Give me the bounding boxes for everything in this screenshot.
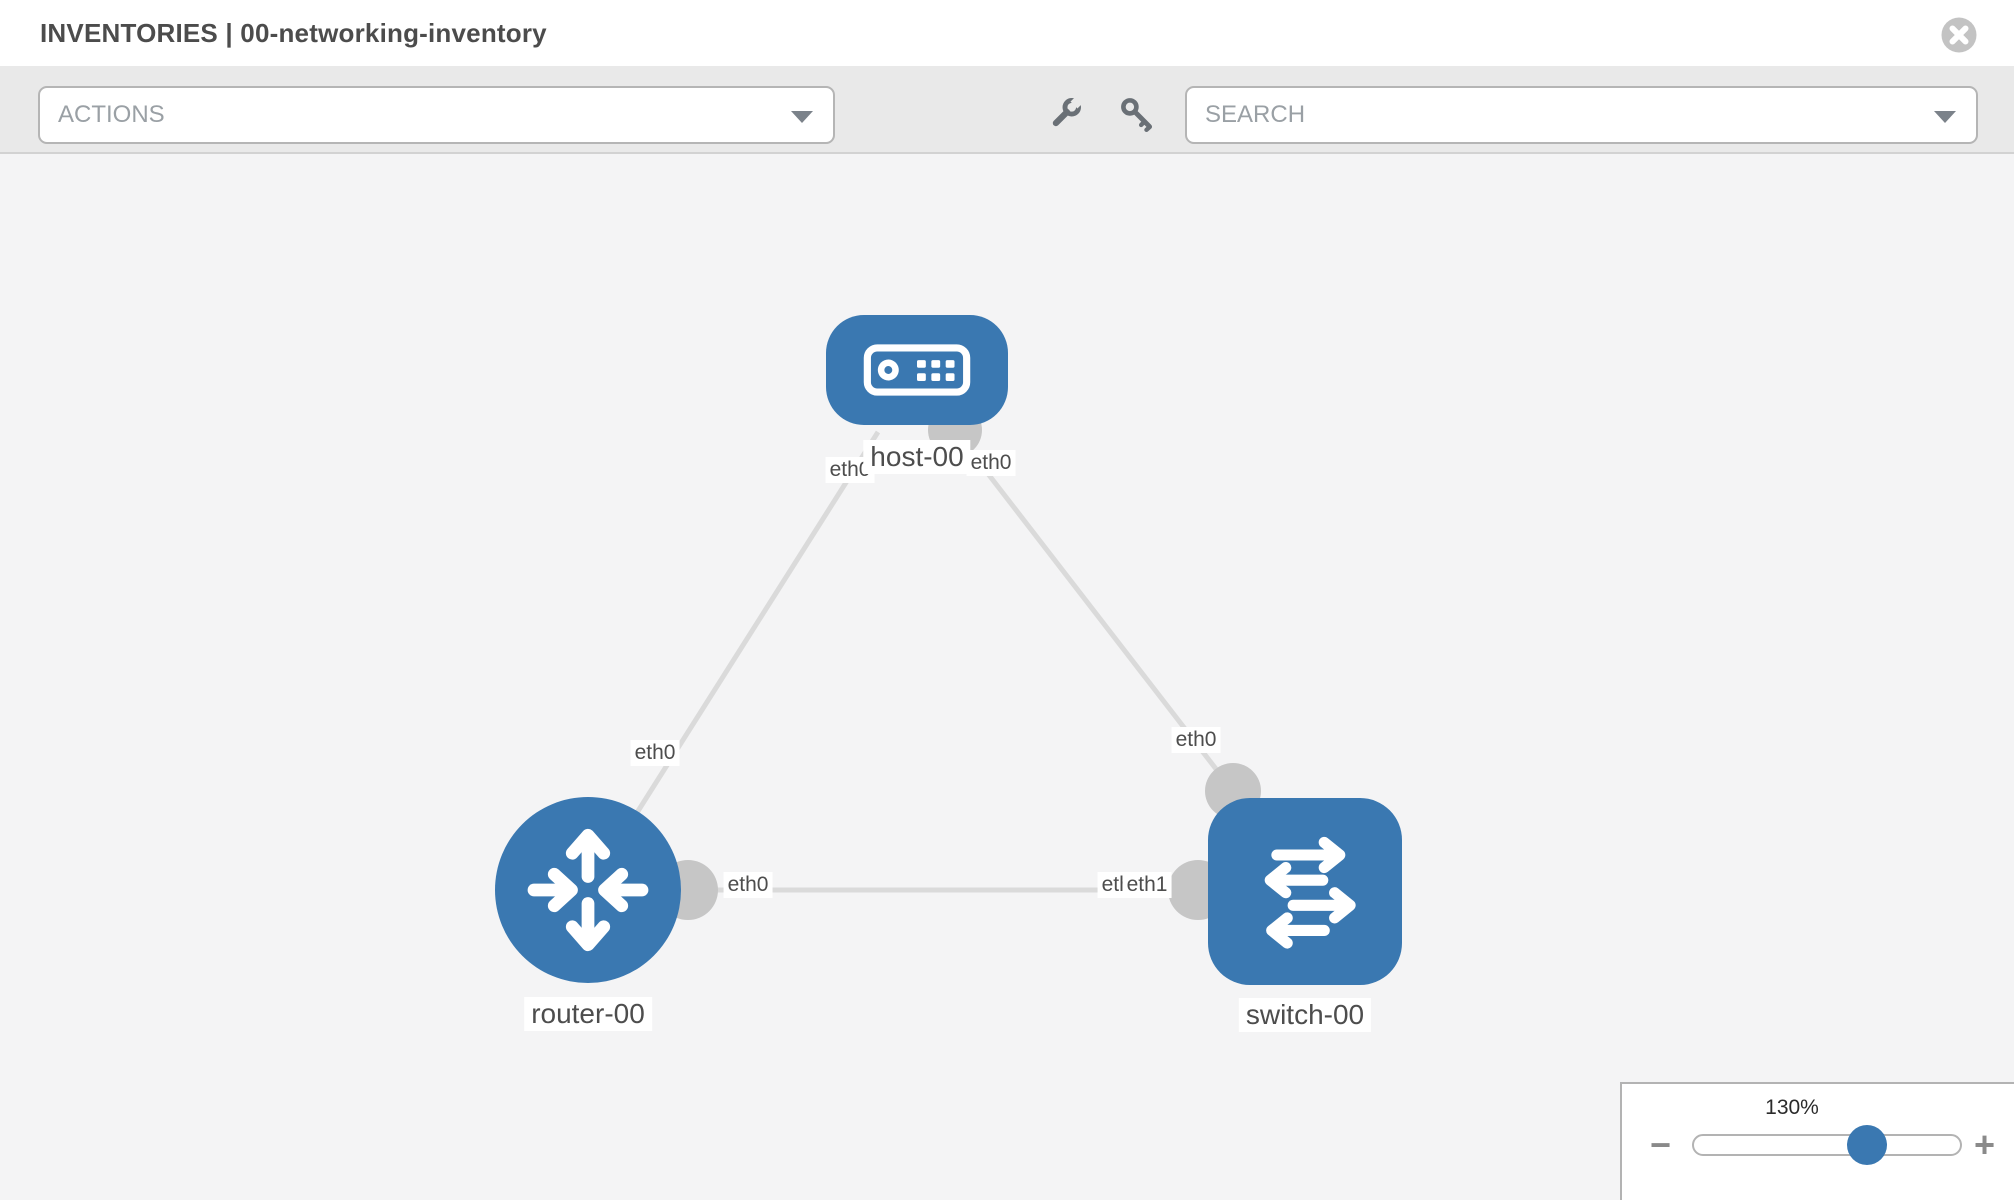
- zoom-in-button[interactable]: +: [1974, 1124, 1996, 1165]
- caret-down-icon: [1934, 111, 1956, 123]
- close-circle-icon: [1941, 17, 1977, 53]
- header: INVENTORIES | 00-networking-inventory: [0, 0, 2014, 66]
- switch-icon: [1264, 836, 1356, 949]
- links-layer: [585, 403, 1305, 920]
- router-icon: [527, 828, 649, 952]
- zoom-slider-thumb[interactable]: [1847, 1125, 1887, 1165]
- zoom-panel: 130% − +: [1620, 1082, 2014, 1200]
- close-button[interactable]: [1940, 16, 1978, 54]
- node-switch-00[interactable]: [1208, 798, 1402, 985]
- node-label-router-00: router-00: [524, 997, 652, 1031]
- interface-label-switch-router-eth1: eth1: [1122, 872, 1172, 898]
- toolbar: ACTIONS SEARCH: [0, 66, 2014, 154]
- credentials-button[interactable]: [1116, 94, 1156, 134]
- caret-down-icon: [791, 111, 813, 123]
- key-icon: [1121, 98, 1153, 132]
- interface-label-host-switch-eth0: eth0: [966, 450, 1016, 476]
- node-host-00[interactable]: [826, 315, 1008, 425]
- interface-label-router-switch-eth0: eth0: [723, 872, 773, 898]
- search-dropdown-label: SEARCH: [1205, 101, 1306, 128]
- page-title: INVENTORIES | 00-networking-inventory: [40, 18, 547, 48]
- tools-button[interactable]: [1046, 94, 1086, 134]
- node-label-host-00: host-00: [863, 440, 971, 474]
- wrench-icon: [1052, 96, 1083, 127]
- search-dropdown[interactable]: SEARCH: [1185, 86, 1978, 144]
- actions-dropdown-label: ACTIONS: [58, 101, 165, 128]
- node-router-00[interactable]: [495, 797, 681, 983]
- node-label-switch-00: switch-00: [1238, 998, 1372, 1032]
- topology-canvas[interactable]: eth0 eth0 eth0 eth0 eth0 eth0 eth1 host-…: [0, 156, 2014, 1200]
- interface-label-switch-host-eth0: eth0: [1171, 727, 1221, 753]
- zoom-out-button[interactable]: −: [1650, 1124, 1672, 1165]
- actions-dropdown[interactable]: ACTIONS: [38, 86, 835, 144]
- interface-label-router-host-eth0: eth0: [630, 740, 680, 766]
- zoom-slider[interactable]: [1692, 1125, 1962, 1165]
- host-icon: [863, 344, 971, 396]
- zoom-level-label: 130%: [1765, 1096, 1819, 1119]
